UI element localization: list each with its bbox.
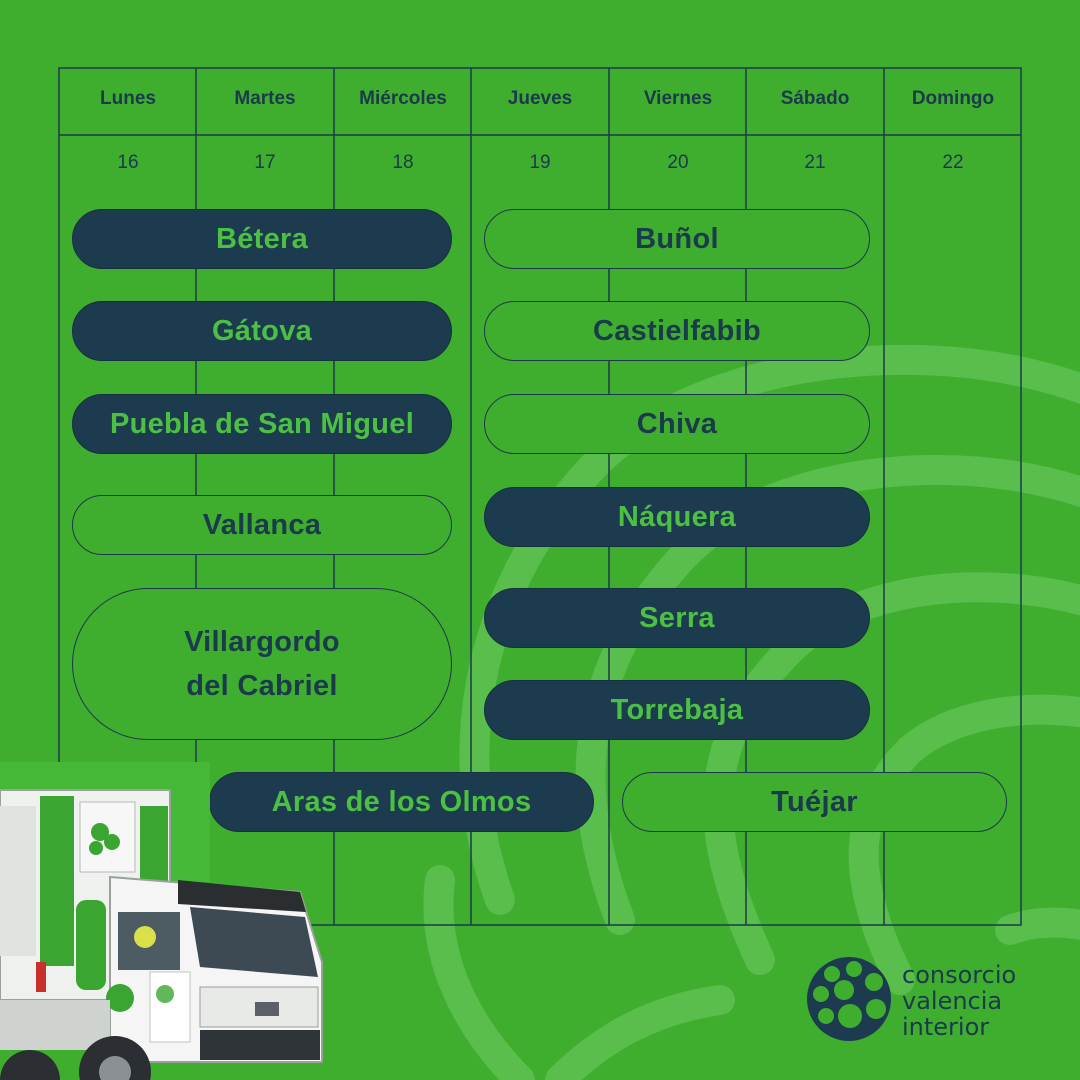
schedule-pill-serra: Serra [484,588,870,648]
schedule-pill-puebla-de-san-miguel: Puebla de San Miguel [72,394,452,454]
schedule-pill-castielfabib: Castielfabib [484,301,870,361]
schedule-pill-bunol: Buñol [484,209,870,269]
recycling-truck-image [0,762,323,1080]
day-number-saturday: 21 [804,152,826,173]
logo-line-2: valencia [902,987,1003,1015]
day-number-sunday: 22 [942,152,964,173]
day-header-sunday: Domingo [911,88,995,109]
logo-line-3: interior [902,1013,990,1041]
schedule-pill-betera: Bétera [72,209,452,269]
day-number-monday: 16 [117,152,139,173]
consorcio-logo-icon [807,957,891,1041]
schedule-pill-villargordo-del-cabriel: Villargordo del Cabriel [72,588,452,740]
day-header-thursday: Jueves [507,88,573,109]
schedule-pill-naquera: Náquera [484,487,870,547]
schedule-pill-vallanca: Vallanca [72,495,452,555]
day-number-friday: 20 [667,152,689,173]
day-number-thursday: 19 [529,152,551,173]
day-header-friday: Viernes [643,88,713,109]
day-header-monday: Lunes [100,88,156,109]
schedule-pill-tuejar: Tuéjar [622,772,1007,832]
logo-line-1: consorcio [902,961,1017,989]
schedule-pill-torrebaja: Torrebaja [484,680,870,740]
schedule-pill-gatova: Gátova [72,301,452,361]
day-number-wednesday: 18 [392,152,414,173]
schedule-pill-aras-de-los-olmos: Aras de los Olmos [209,772,594,832]
schedule-pill-chiva: Chiva [484,394,870,454]
day-header-saturday: Sábado [780,88,850,109]
day-number-tuesday: 17 [254,152,276,173]
day-header-tuesday: Martes [234,88,296,109]
consorcio-logo-text: consorcio valencia interior [902,962,1016,1040]
day-header-wednesday: Miércoles [359,88,447,109]
